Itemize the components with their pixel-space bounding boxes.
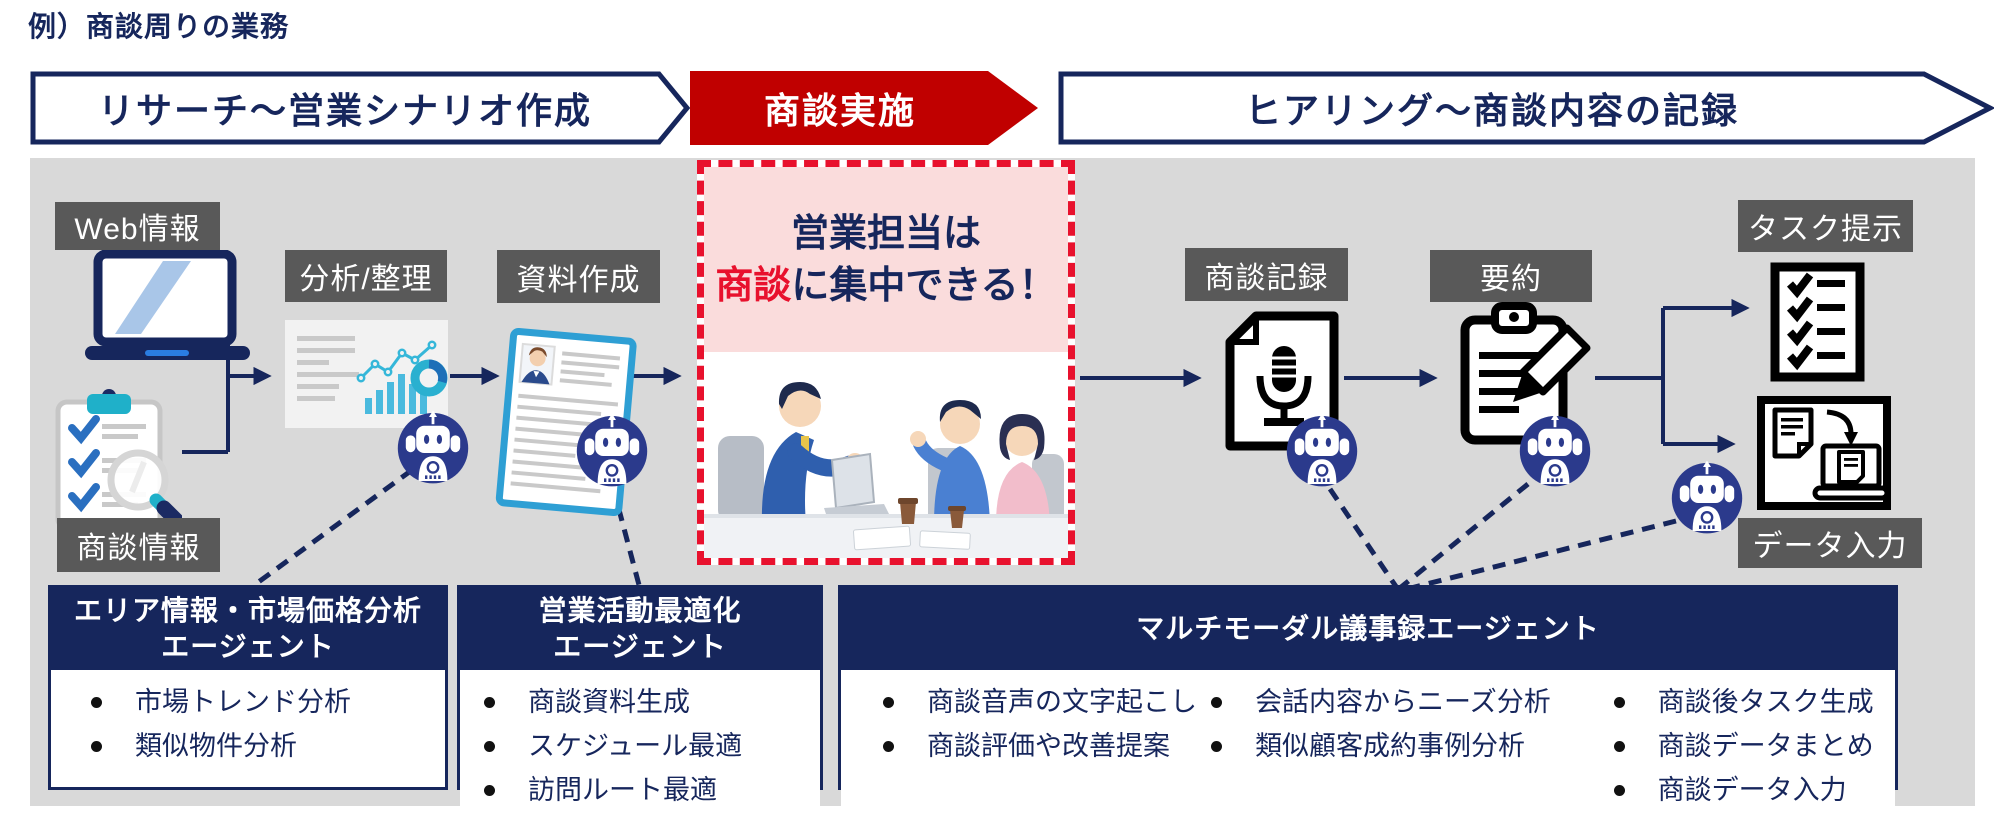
agent2-title-line2: エージェント <box>553 631 727 662</box>
web-info-label: Web情報 <box>55 202 220 250</box>
task-suggest-label: タスク提示 <box>1738 200 1913 252</box>
focus-line2: 商談に集中できる！ <box>715 260 1056 312</box>
data-entry-icon <box>1757 396 1891 510</box>
focus-message: 営業担当は 商談に集中できる！ <box>704 167 1068 352</box>
list-item: 類似物件分析 <box>91 724 445 768</box>
list-item: 商談データ入力 <box>1613 768 1895 812</box>
ai-agent-robot-icon-record <box>1285 412 1359 488</box>
doc-creation-label: 資料作成 <box>497 250 660 303</box>
task-checklist-icon <box>1770 262 1865 382</box>
agent-link-summary <box>1398 482 1530 590</box>
banner-hearing-label: ヒアリング～商談内容の記録 <box>1244 90 1739 131</box>
list-item: 訪問ルート最適 <box>484 768 820 812</box>
ai-agent-robot-icon-summary <box>1518 412 1592 488</box>
agent-link-dataentry <box>1402 518 1677 593</box>
agent-box-sales-optimize: 営業活動最適化 エージェント 商談資料生成 スケジュール最適 訪問ルート最適 <box>457 585 823 812</box>
list-item: 商談データまとめ <box>1613 724 1895 768</box>
ai-agent-robot-icon-doc <box>575 412 649 488</box>
page-title: 例）商談周りの業務 <box>28 11 290 42</box>
analysis-label: 分析/整理 <box>285 250 447 302</box>
list-item: 商談音声の文字起こし <box>883 680 1211 724</box>
meeting-record-label: 商談記録 <box>1185 248 1348 301</box>
banner-research-shape <box>30 71 691 145</box>
list-item: 商談資料生成 <box>484 680 820 724</box>
summary-label: 要約 <box>1430 250 1592 302</box>
voice-record-icon <box>1225 311 1339 451</box>
agent1-title-line2: エージェント <box>161 631 335 662</box>
agent-link-record <box>1327 487 1400 590</box>
analysis-chart-icon <box>285 320 448 428</box>
focus-line2-rest: に集中できる！ <box>791 264 1057 307</box>
checklist-magnifier-icon <box>55 389 182 531</box>
list-item: 類似顧客成約事例分析 <box>1211 724 1614 768</box>
agent-box-sales-optimize-header: 営業活動最適化 エージェント <box>460 588 820 670</box>
agent-box-area-price: エリア情報・市場価格分析 エージェント 市場トレンド分析 類似物件分析 <box>48 585 448 790</box>
branch-lines <box>1595 308 1665 444</box>
agent-box-area-price-body: 市場トレンド分析 類似物件分析 <box>51 670 445 787</box>
laptop-icon <box>85 250 250 360</box>
focus-line2-accent: 商談 <box>715 264 792 307</box>
banner-research-label: リサーチ～営業シナリオ作成 <box>97 90 592 131</box>
banner-meeting-shape <box>690 71 1038 145</box>
ai-agent-robot-icon-dataentry <box>1670 459 1744 535</box>
list-item: 市場トレンド分析 <box>91 680 445 724</box>
agent2-title-line1: 営業活動最適化 <box>538 595 742 626</box>
ai-agent-robot-icon-analysis <box>396 409 470 485</box>
agent-box-sales-optimize-body: 商談資料生成 スケジュール最適 訪問ルート最適 <box>460 670 820 812</box>
data-entry-label: データ入力 <box>1738 518 1922 568</box>
banner-meeting-label: 商談実施 <box>763 90 916 131</box>
focus-line1: 営業担当は <box>790 212 981 255</box>
meeting-illustration <box>704 352 1068 558</box>
agent-box-area-price-header: エリア情報・市場価格分析 エージェント <box>51 588 445 670</box>
agent-link-analysis <box>251 467 414 589</box>
banner-hearing-shape <box>1058 71 1994 145</box>
list-item: 会話内容からニーズ分析 <box>1211 680 1614 724</box>
agent-link-doc <box>610 486 642 586</box>
summary-note-icon <box>1460 302 1591 445</box>
meeting-focus-box: 営業担当は 商談に集中できる！ <box>697 160 1075 565</box>
list-item: 商談評価や改善提案 <box>883 724 1211 768</box>
meeting-info-label: 商談情報 <box>57 518 220 572</box>
agent3-title: マルチモーダル議事録エージェント <box>1136 613 1600 644</box>
agent-box-minutes-header: マルチモーダル議事録エージェント <box>841 588 1895 670</box>
agent-box-minutes: マルチモーダル議事録エージェント 商談音声の文字起こし 商談評価や改善提案 会話… <box>838 585 1898 812</box>
list-item: スケジュール最適 <box>484 724 820 768</box>
list-item: 商談後タスク生成 <box>1613 680 1895 724</box>
agent-box-minutes-body: 商談音声の文字起こし 商談評価や改善提案 会話内容からニーズ分析 類似顧客成約事… <box>841 670 1895 812</box>
agent1-title-line1: エリア情報・市場価格分析 <box>73 595 422 626</box>
